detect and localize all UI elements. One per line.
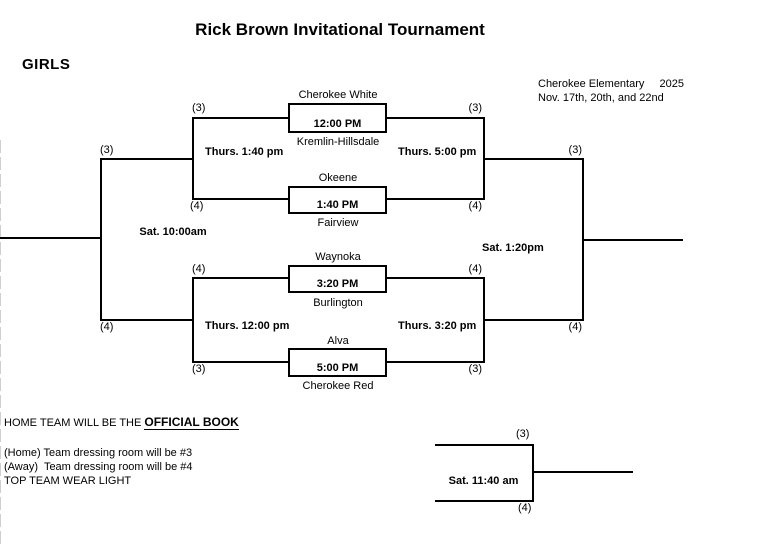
bracket-line: [100, 158, 102, 321]
team-name: Okeene: [318, 172, 358, 184]
seed-label: (3): [192, 363, 206, 375]
bracket-line: [192, 277, 288, 279]
bracket-line: [483, 158, 584, 160]
seed-label: (4): [468, 263, 482, 275]
consolation-time-label: Sat. 11:40 am: [448, 475, 519, 487]
semifinal-time-label: Thurs. 12:00 pm: [205, 320, 290, 332]
semifinal-time-label: Thurs. 5:00 pm: [398, 146, 477, 158]
seed-label: (3): [516, 428, 530, 440]
game-time-box: 1:40 PM: [288, 186, 387, 214]
division-label: GIRLS: [22, 56, 71, 73]
semifinal-time-label: Thurs. 1:40 pm: [205, 146, 284, 158]
note-official-book-emphasis: OFFICIAL BOOK: [144, 415, 239, 430]
game-time: 3:20 PM: [316, 278, 359, 290]
game-time: 5:00 PM: [316, 362, 359, 374]
seed-label: (4): [468, 200, 482, 212]
seed-label: (4): [190, 200, 204, 212]
team-name: Waynoka: [315, 251, 361, 263]
game-time: 12:00 PM: [313, 118, 362, 130]
bracket-line: [387, 361, 485, 363]
team-name: Cherokee White: [298, 89, 378, 101]
bracket-line: [532, 444, 534, 502]
bracket-line: [582, 239, 683, 241]
bracket-line: [192, 361, 288, 363]
bracket-line: [387, 198, 485, 200]
seed-label: (4): [518, 502, 532, 514]
note-top-team-wear: TOP TEAM WEAR LIGHT: [4, 475, 132, 487]
note-home-dressing-room: (Home) Team dressing room will be #3: [4, 447, 193, 459]
seed-label: (3): [192, 102, 206, 114]
team-name: Alva: [327, 335, 349, 347]
final-time-label: Sat. 1:20pm: [482, 242, 544, 254]
note-official-book-text: HOME TEAM WILL BE THE: [4, 417, 145, 429]
team-name: Fairview: [317, 217, 359, 229]
seed-label: (3): [468, 363, 482, 375]
team-name: Burlington: [313, 297, 363, 309]
event-location: Cherokee Elementary: [538, 78, 645, 90]
semifinal-time-label: Thurs. 3:20 pm: [398, 320, 477, 332]
event-dates: Nov. 17th, 20th, and 22nd: [538, 92, 664, 104]
seed-label: (4): [568, 321, 582, 333]
bracket-line: [192, 117, 288, 119]
game-time-box: 5:00 PM: [288, 348, 387, 377]
note-away-dressing-room: (Away) Team dressing room will be #4: [4, 461, 193, 473]
game-time: 1:40 PM: [316, 199, 359, 211]
event-year: 2025: [659, 78, 684, 90]
seed-label: (3): [568, 144, 582, 156]
bracket-line: [0, 237, 102, 239]
bracket-line: [435, 500, 534, 502]
seed-label: (3): [468, 102, 482, 114]
game-time-box: 3:20 PM: [288, 265, 387, 293]
note-official-book: HOME TEAM WILL BE THE OFFICIAL BOOK: [4, 415, 239, 430]
bracket-line: [100, 319, 194, 321]
gridline-artifact: [0, 140, 1, 545]
page-title: Rick Brown Invitational Tournament: [195, 20, 485, 39]
team-name: Cherokee Red: [302, 380, 374, 392]
bracket-line: [435, 444, 534, 446]
bracket-line: [483, 319, 584, 321]
bracket-line: [532, 471, 633, 473]
bracket-line: [192, 198, 288, 200]
bracket-line: [387, 117, 485, 119]
final-time-label: Sat. 10:00am: [139, 226, 207, 238]
event-info: Cherokee Elementary 2025 Nov. 17th, 20th…: [538, 77, 684, 105]
seed-label: (4): [100, 321, 114, 333]
bracket-line: [387, 277, 485, 279]
seed-label: (4): [192, 263, 206, 275]
game-time-box: 12:00 PM: [288, 103, 387, 133]
bracket-line: [100, 158, 194, 160]
seed-label: (3): [100, 144, 114, 156]
team-name: Kremlin-Hillsdale: [296, 136, 380, 148]
